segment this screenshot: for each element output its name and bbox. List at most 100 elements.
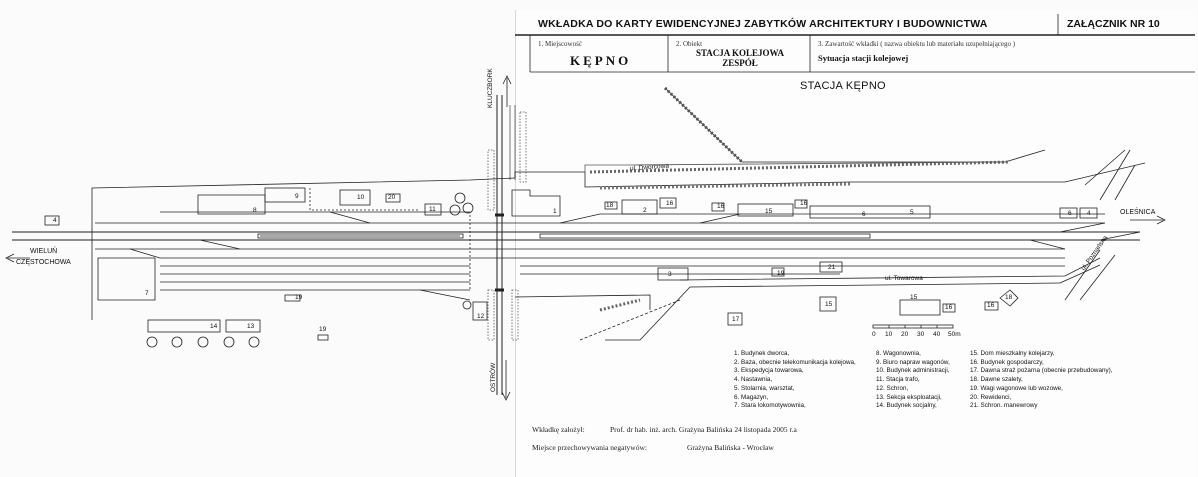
building-number: 14: [210, 323, 218, 330]
building-number: 7: [145, 290, 149, 297]
legend-item: 9. Biuro napraw wagonów,: [876, 358, 950, 366]
legend-item: 10. Budynek administracji,: [876, 367, 950, 375]
legend-column-2: 8. Wagonownia, 9. Biuro napraw wagonów, …: [876, 350, 950, 411]
building-15-house: [899, 299, 941, 316]
map-title: STACJA KĘPNO: [800, 80, 886, 92]
building-number: 16: [666, 200, 674, 207]
scale-label: 40: [933, 331, 941, 338]
legend-item: 15. Dom mieszkalny kolejarzy,: [970, 350, 1055, 357]
field3-value: Sytuacja stacji kolejowej: [818, 53, 909, 63]
building-number: 12: [477, 313, 485, 320]
direction-ostrow: OSTRÓW: [490, 362, 497, 392]
platform-west: [257, 233, 464, 239]
tree: [146, 336, 158, 348]
building-number: 5: [910, 209, 914, 216]
building-number: 3: [668, 271, 672, 278]
annex-paper: [515, 10, 1196, 477]
legend-item: 16. Budynek gospodarczy,: [970, 358, 1044, 366]
building-number: 1: [553, 208, 557, 215]
building-number: 4: [53, 217, 57, 224]
building-19c: [771, 267, 785, 277]
form-title: WKŁADKA DO KARTY EWIDENCYJNEJ ZABYTKÓW A…: [538, 18, 988, 30]
tree: [449, 204, 461, 216]
storage-value: Grażyna Balińska - Wrocław: [687, 443, 774, 452]
yard-south-edge: [605, 286, 691, 341]
building-17: [727, 312, 743, 326]
building-11: [424, 203, 442, 216]
building-number: 16: [987, 302, 995, 309]
building-number: 6: [862, 211, 866, 218]
tree: [223, 336, 235, 348]
dworcowa-street: [584, 161, 1006, 172]
legend-item: 17. Dawna straż pożarna (obecnie przebud…: [970, 367, 1113, 375]
legend-column-3: 15. Dom mieszkalny kolejarzy, 16. Budyne…: [970, 350, 1112, 411]
founder-label: Wkładkę założył:: [532, 425, 585, 434]
building-16-south-east: [984, 301, 999, 311]
building-number: 16: [945, 304, 953, 311]
building-21: [819, 261, 843, 273]
platform-east: [539, 233, 871, 239]
poznanska-edge: [1059, 264, 1101, 284]
building-19b: [317, 334, 329, 341]
building-6-5: [809, 205, 931, 219]
legend-item: 11. Stacja trafo,: [876, 376, 920, 384]
building-9: [264, 187, 306, 203]
scale-label: 50m: [948, 331, 961, 338]
building-6-east: [1059, 207, 1078, 219]
building-number: 10: [357, 194, 365, 201]
building-number: 19: [295, 294, 303, 301]
field1-label: 1. Miejscowość: [538, 40, 582, 48]
yard-south-fence: [514, 294, 651, 310]
building-15-south: [819, 296, 837, 312]
building-number: 16: [800, 200, 808, 207]
scale-label: 10: [885, 331, 893, 338]
towarowa-street-north: [679, 257, 1101, 281]
building-number: 21: [828, 264, 836, 271]
building-number: 19: [777, 270, 785, 277]
building-number: 2: [643, 207, 647, 214]
legend-item: 18. Dawne szalety,: [970, 376, 1023, 384]
building-14: [147, 319, 221, 333]
towarowa-street-south: [689, 282, 1061, 288]
switch-a: [329, 211, 371, 224]
field2-value-line2: ZESPÓŁ: [722, 58, 758, 68]
boundary-north-east-corner: [1099, 149, 1131, 201]
switch-d: [419, 289, 471, 301]
boundary-west-north: [91, 177, 516, 320]
direction-czestochowa: CZĘSTOCHOWA: [16, 259, 71, 266]
legend-item: 21. Schron. manewrowy: [970, 402, 1038, 410]
building-16: [659, 197, 677, 209]
building-number: 18: [1005, 294, 1013, 301]
direction-olesnica: OLEŚNICA: [1120, 209, 1156, 216]
building-20: [385, 193, 401, 203]
switch-f: [1059, 222, 1106, 233]
building-number: 8: [253, 207, 257, 214]
legend-item: 2. Baza, obecnie telekomunikacja kolejow…: [734, 358, 856, 366]
legend-item: 7. Stara lokomotywownia,: [734, 402, 806, 410]
building-4-east: [1079, 207, 1098, 219]
building-18-pavilion: [999, 289, 1019, 307]
road-olesnica-2: [1084, 149, 1126, 186]
arrow-ostrow-head: [501, 391, 511, 401]
switch-b: [129, 248, 161, 259]
embankment-east: [519, 111, 527, 183]
scale-label: 0: [872, 331, 876, 338]
building-number: 20: [388, 194, 396, 201]
building-8: [197, 194, 266, 215]
tree: [462, 202, 474, 214]
legend-item: 19. Wagi wagonowe lub wozowe,: [970, 384, 1063, 392]
legend-item: 20. Rewidenci,: [970, 393, 1012, 401]
building-16-south: [942, 303, 956, 313]
switch-c: [199, 239, 241, 250]
legend-item: 1. Budynek dworca,: [734, 350, 790, 357]
field2-value-line1: STACJA KOLEJOWA: [695, 48, 785, 58]
field3-label: 3. Zawartość wkładki ( nazwa obiektu lub…: [818, 40, 1016, 48]
boundary-north-east: [514, 162, 1146, 188]
building-16c: [794, 199, 808, 209]
switch-g: [1099, 231, 1141, 241]
embankment-south-west: [487, 289, 495, 341]
arrow-wielun-head: [5, 253, 15, 263]
legend-column-1: 1. Budynek dworca, 2. Baza, obecnie tele…: [734, 350, 856, 411]
building-number: 16: [717, 203, 725, 210]
field1-value: KĘPNO: [570, 53, 632, 68]
